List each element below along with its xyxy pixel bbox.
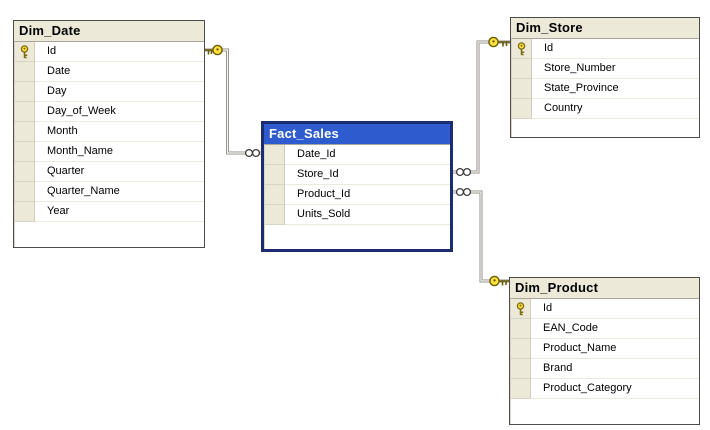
row-selector[interactable]	[512, 59, 532, 79]
column-name: Id	[531, 299, 699, 319]
column-name: Month	[35, 122, 204, 142]
table-row[interactable]: Date_Id	[265, 145, 450, 165]
table-title-fact-sales[interactable]: Fact_Sales	[264, 124, 450, 144]
relationship-dimstore-factsales[interactable]	[453, 36, 510, 177]
table-row[interactable]: Store_Number	[512, 59, 699, 79]
column-name: Year	[35, 202, 204, 222]
row-selector[interactable]	[15, 142, 35, 162]
column-name: Day	[35, 82, 204, 102]
column-name: Product_Id	[285, 185, 450, 205]
row-selector[interactable]	[511, 379, 531, 399]
column-name: Units_Sold	[285, 205, 450, 225]
row-selector-primary-key[interactable]	[511, 299, 531, 319]
primary-key-icon	[20, 44, 29, 58]
column-name: EAN_Code	[531, 319, 699, 339]
row-selector[interactable]	[15, 182, 35, 202]
row-selector[interactable]	[15, 62, 35, 82]
column-name: Country	[532, 99, 699, 119]
table-row[interactable]: Quarter_Name	[15, 182, 204, 202]
table-row[interactable]: Product_Name	[511, 339, 699, 359]
column-name: State_Province	[532, 79, 699, 99]
column-name: Date	[35, 62, 204, 82]
one-side-key-icon	[489, 275, 509, 287]
row-selector[interactable]	[15, 202, 35, 222]
one-side-key-icon	[205, 44, 223, 56]
row-selector-primary-key[interactable]	[15, 42, 35, 62]
row-selector[interactable]	[511, 339, 531, 359]
relationship-dimproduct-factsales[interactable]	[453, 187, 509, 287]
table-row[interactable]: Day	[15, 82, 204, 102]
many-side-infinity-icon	[244, 148, 261, 158]
row-selector[interactable]	[511, 359, 531, 379]
table-row[interactable]: Id	[15, 42, 204, 62]
row-selector[interactable]	[15, 82, 35, 102]
row-selector[interactable]	[15, 162, 35, 182]
column-name: Store_Id	[285, 165, 450, 185]
primary-key-icon	[516, 301, 525, 315]
row-selector[interactable]	[265, 165, 285, 185]
column-name: Date_Id	[285, 145, 450, 165]
table-row[interactable]: Year	[15, 202, 204, 222]
row-selector[interactable]	[512, 79, 532, 99]
table-title-dim-store[interactable]: Dim_Store	[511, 18, 699, 38]
column-name: Day_of_Week	[35, 102, 204, 122]
many-side-infinity-icon	[455, 167, 472, 177]
table-row[interactable]: State_Province	[512, 79, 699, 99]
row-selector[interactable]	[512, 99, 532, 119]
column-name: Quarter	[35, 162, 204, 182]
column-name: Product_Name	[531, 339, 699, 359]
primary-key-icon	[517, 41, 526, 55]
table-row[interactable]: Brand	[511, 359, 699, 379]
table-row[interactable]: EAN_Code	[511, 319, 699, 339]
table-row[interactable]: Units_Sold	[265, 205, 450, 225]
column-name: Store_Number	[532, 59, 699, 79]
column-name: Quarter_Name	[35, 182, 204, 202]
table-row[interactable]: Store_Id	[265, 165, 450, 185]
table-row[interactable]: Id	[511, 299, 699, 319]
relationship-dimdate-factsales[interactable]	[205, 44, 261, 158]
table-title-dim-product[interactable]: Dim_Product	[510, 278, 699, 298]
table-row[interactable]: Month	[15, 122, 204, 142]
table-title-dim-date[interactable]: Dim_Date	[14, 21, 204, 41]
column-name: Brand	[531, 359, 699, 379]
table-row[interactable]: Id	[512, 39, 699, 59]
table-row[interactable]: Product_Category	[511, 379, 699, 399]
row-selector[interactable]	[265, 185, 285, 205]
row-selector-primary-key[interactable]	[512, 39, 532, 59]
table-row[interactable]: Date	[15, 62, 204, 82]
table-row[interactable]: Quarter	[15, 162, 204, 182]
many-side-infinity-icon	[455, 187, 472, 197]
table-row[interactable]: Month_Name	[15, 142, 204, 162]
table-row[interactable]: Country	[512, 99, 699, 119]
column-name: Product_Category	[531, 379, 699, 399]
one-side-key-icon	[488, 36, 510, 48]
column-name: Id	[532, 39, 699, 59]
row-selector[interactable]	[15, 122, 35, 142]
table-row[interactable]: Product_Id	[265, 185, 450, 205]
row-selector[interactable]	[15, 102, 35, 122]
column-name: Id	[35, 42, 204, 62]
column-name: Month_Name	[35, 142, 204, 162]
row-selector[interactable]	[265, 205, 285, 225]
table-row[interactable]: Day_of_Week	[15, 102, 204, 122]
row-selector[interactable]	[265, 145, 285, 165]
row-selector[interactable]	[511, 319, 531, 339]
